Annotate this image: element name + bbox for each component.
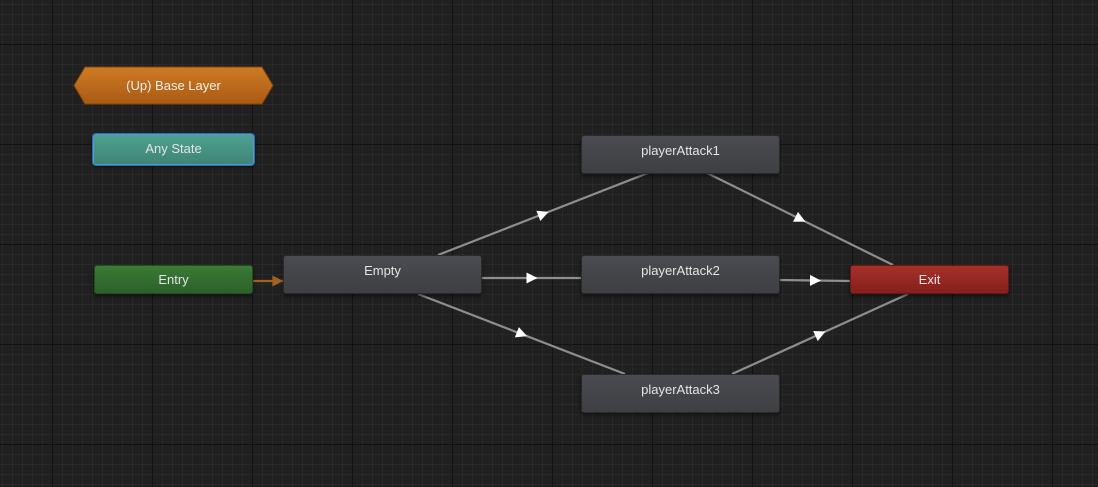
transition-attack2-to-exit[interactable] — [779, 274, 851, 286]
entry-label: Entry — [158, 272, 189, 287]
empty-label: Empty — [364, 263, 401, 278]
player-attack-2-label: playerAttack2 — [641, 263, 720, 278]
base-layer-breadcrumb[interactable]: (Up) Base Layer — [73, 66, 274, 105]
transition-arrowhead — [272, 275, 284, 287]
state-exit[interactable]: Exit — [850, 265, 1009, 294]
exit-label: Exit — [918, 272, 941, 287]
transition-arrowhead — [536, 210, 549, 221]
transition-arrowhead — [514, 327, 528, 338]
layer-badge-shape — [73, 66, 274, 105]
transition-empty-to-attack1[interactable] — [437, 171, 649, 257]
transition-arrowhead — [813, 331, 826, 342]
transition-arrowhead — [793, 211, 806, 222]
transition-attack1-to-exit[interactable] — [706, 172, 894, 266]
transition-arrowhead — [809, 274, 821, 286]
transition-entry-to-empty[interactable] — [252, 275, 284, 287]
state-player-attack-3[interactable]: playerAttack3 — [581, 374, 780, 413]
transition-empty-to-attack2[interactable] — [482, 272, 581, 284]
state-empty[interactable]: Empty — [283, 255, 482, 294]
player-attack-1-label: playerAttack1 — [641, 143, 720, 158]
any-state-label: Any State — [145, 141, 202, 156]
player-attack-3-label: playerAttack3 — [641, 382, 720, 397]
base-layer-label: (Up) Base Layer — [126, 78, 221, 93]
state-entry[interactable]: Entry — [94, 265, 253, 294]
state-player-attack-1[interactable]: playerAttack1 — [581, 135, 780, 174]
transition-arrowhead — [526, 272, 538, 284]
state-any-state[interactable]: Any State — [93, 134, 254, 165]
transition-attack3-to-exit[interactable] — [731, 292, 909, 376]
transition-empty-to-attack3[interactable] — [417, 292, 626, 376]
state-player-attack-2[interactable]: playerAttack2 — [581, 255, 780, 294]
